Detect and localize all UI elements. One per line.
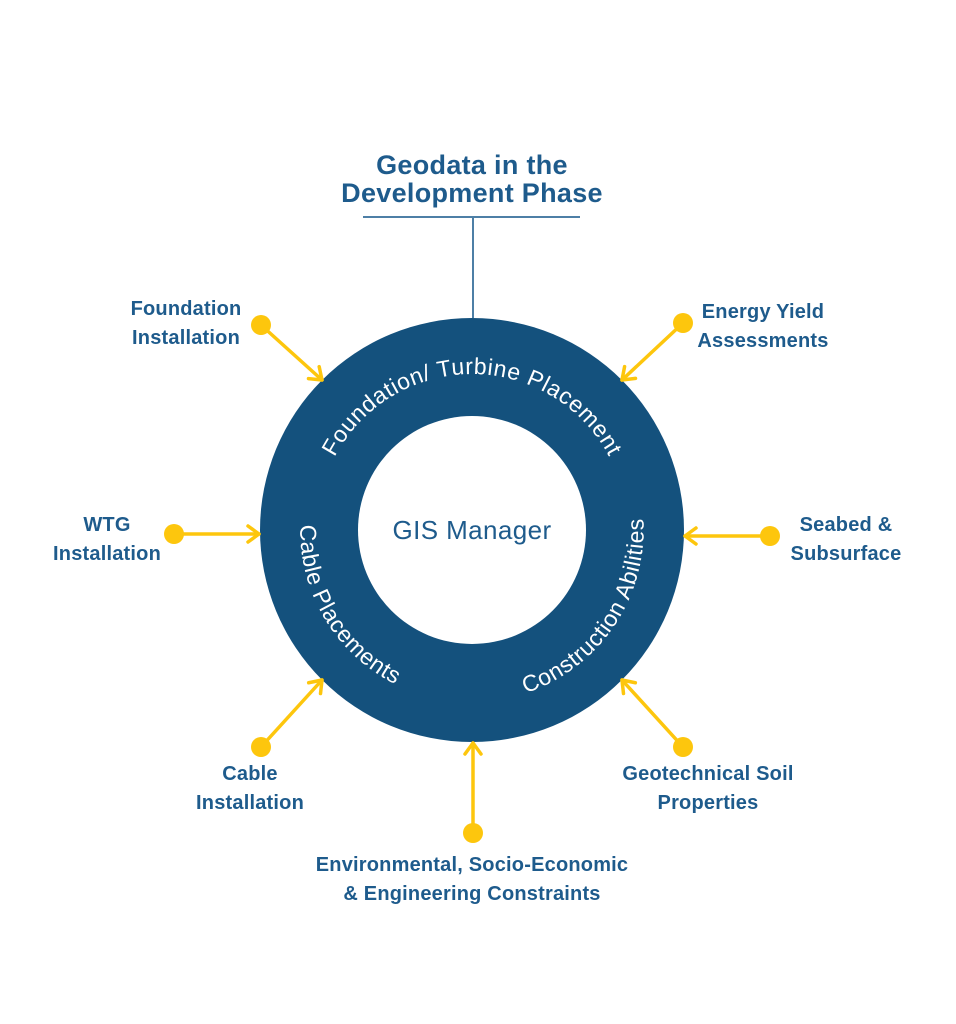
svg-text:Properties: Properties	[658, 792, 759, 814]
arrow-geotechnical-soil	[620, 678, 693, 757]
ring-inner-circle	[358, 416, 586, 644]
svg-text:Energy Yield: Energy Yield	[702, 301, 824, 323]
arrow-wtg-installation	[164, 524, 261, 544]
connector-dot	[251, 737, 271, 757]
connector-dot	[673, 313, 693, 333]
label-environmental: Environmental, Socio-Economic & Engineer…	[316, 854, 629, 905]
label-foundation-installation: Foundation Installation	[131, 298, 242, 349]
diagram-title-line1: Geodata in the	[376, 150, 568, 180]
label-cable-installation: Cable Installation	[196, 763, 304, 814]
svg-text:Environmental, Socio-Economic: Environmental, Socio-Economic	[316, 854, 629, 876]
arrow-cable-installation	[251, 678, 324, 757]
svg-text:Geotechnical Soil: Geotechnical Soil	[622, 763, 793, 785]
diagram-title-line2: Development Phase	[341, 178, 603, 208]
svg-text:Seabed &: Seabed &	[800, 514, 893, 536]
center-gis-manager-label: GIS Manager	[392, 515, 551, 545]
arrow-foundation-installation	[251, 315, 324, 382]
connector-dot	[760, 526, 780, 546]
svg-text:Installation: Installation	[196, 792, 304, 814]
connector-dot	[251, 315, 271, 335]
svg-text:Installation: Installation	[132, 327, 240, 349]
arrow-environmental	[463, 741, 483, 843]
svg-text:Subsurface: Subsurface	[791, 543, 902, 565]
title-connector-line	[363, 216, 580, 318]
label-seabed-subsurface: Seabed & Subsurface	[791, 514, 902, 565]
connector-dot	[164, 524, 184, 544]
label-geotechnical-soil: Geotechnical Soil Properties	[622, 763, 793, 814]
connector-dot	[463, 823, 483, 843]
arrow-seabed-subsurface	[683, 526, 780, 546]
label-energy-yield: Energy Yield Assessments	[697, 301, 828, 352]
svg-text:Cable: Cable	[222, 763, 277, 785]
svg-text:& Engineering Constraints: & Engineering Constraints	[343, 883, 600, 905]
svg-text:Foundation: Foundation	[131, 298, 242, 320]
arrow-energy-yield	[620, 313, 693, 382]
svg-text:Installation: Installation	[53, 543, 161, 565]
label-wtg-installation: WTG Installation	[53, 514, 161, 565]
svg-text:WTG: WTG	[83, 514, 130, 536]
connector-dot	[673, 737, 693, 757]
svg-text:Assessments: Assessments	[697, 330, 828, 352]
